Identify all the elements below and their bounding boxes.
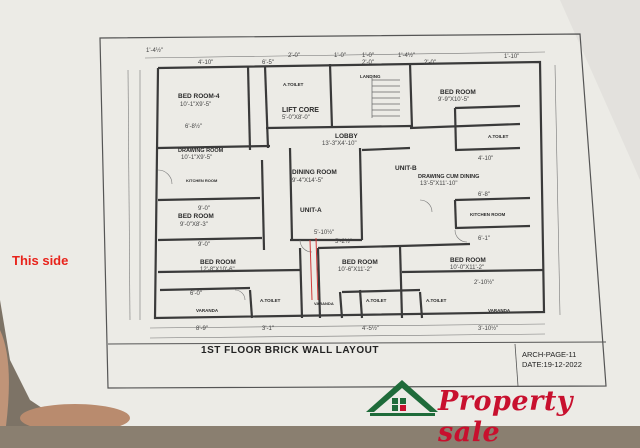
dim-text: 4'-10" — [478, 156, 493, 162]
dim-text: 1'-4½" — [398, 52, 415, 59]
dim-text: 5'-2½" — [335, 238, 352, 245]
dim-text: 2'-0" — [424, 60, 436, 66]
dim-text: 9'-0" — [198, 242, 210, 248]
house-logo — [366, 380, 438, 416]
bed-room-br-label: BED ROOM — [450, 257, 486, 264]
dining-room-label: DINING ROOM — [292, 169, 337, 176]
verandah-mid-label: VARANDA — [314, 301, 334, 306]
red-marker-lines — [309, 237, 319, 301]
dim-text: 1'-0" — [334, 53, 346, 59]
lift-core-label: LIFT CORE — [282, 107, 319, 114]
dim-text: 1'-10" — [504, 54, 519, 60]
verandah-right-label: VARANDA — [488, 308, 511, 313]
dim-text: 5'-10½" — [314, 229, 334, 236]
landing-label: LANDING — [360, 74, 381, 79]
lobby-label: LOBBY — [335, 133, 358, 140]
drawing-title: 1ST FLOOR BRICK WALL LAYOUT — [201, 345, 379, 356]
dim-text: 6'-1" — [478, 236, 490, 242]
dim-text: 2'-10½" — [474, 279, 494, 286]
a-toilet-top-label: A.TOILET — [283, 82, 304, 87]
dim-text: 3'-1" — [262, 326, 274, 332]
lobby-size: 13'-3"X4'-10" — [322, 141, 357, 147]
a-toilet-bl-label: A.TOILET — [260, 298, 281, 303]
dimension-lines — [127, 51, 561, 339]
kitchen-right-label: KITCHEN ROOM — [470, 212, 506, 217]
room-labels: BED ROOM-4 10'-1"X9'-5" A.TOILET LIFT CO… — [178, 74, 511, 313]
drawing-room-label: DRAWING ROOM — [178, 148, 224, 154]
property-sale-watermark: Property sale — [438, 386, 573, 448]
a-toilet-right-label: A.TOILET — [488, 134, 509, 139]
dim-text: 6'-8" — [478, 192, 490, 198]
bed-room-tr-size: 9'-9"X10'-5" — [438, 97, 469, 103]
bed-room-bc-label: BED ROOM — [342, 259, 378, 266]
dim-text: 8'-9" — [196, 326, 208, 332]
dim-text: 6'-5" — [262, 60, 274, 66]
bed-room-tr-label: BED ROOM — [440, 89, 476, 96]
drawing-frame — [99, 33, 607, 389]
dim-text: 9'-0" — [198, 206, 210, 212]
title-block: ARCH-PAGE-11 DATE:19-12-2022 — [522, 350, 582, 370]
a-toilet-bc-label: A.TOILET — [366, 298, 387, 303]
bed-room-left-label: BED ROOM — [178, 213, 214, 220]
dim-text: 1'-0" — [362, 53, 374, 59]
unit-b-label: UNIT-B — [395, 165, 417, 172]
bed-room-bl-label: BED ROOM — [200, 259, 236, 266]
dim-text: 6'-0" — [190, 291, 202, 297]
drawing-date: DATE:19-12-2022 — [522, 360, 582, 369]
bed-room-left-size: 9'-0"X8'-3" — [180, 222, 208, 228]
dim-text: 3'-10½" — [478, 325, 498, 332]
dim-text: 4'-5½" — [362, 325, 379, 332]
dim-text: 6'-8½" — [185, 123, 202, 130]
dim-text: 2'-0" — [362, 60, 374, 66]
unit-a-label: UNIT-A — [300, 207, 322, 214]
building-walls — [153, 60, 546, 320]
this-side-note: This side — [12, 253, 69, 268]
kitchen-left-label: KITCHEN ROOM — [186, 178, 218, 183]
a-toilet-br-label: A.TOILET — [426, 298, 447, 303]
drawing-cum-dining-label: DRAWING CUM DINING — [418, 174, 479, 180]
bed-room-bl-size: 12'-8"X10'-6" — [200, 267, 235, 273]
blueprint-photo: BED ROOM-4 10'-1"X9'-5" A.TOILET LIFT CO… — [0, 0, 640, 426]
dining-room-size: 9'-4"X14'-5" — [292, 178, 323, 184]
bed-room-bc-size: 10'-6"X11'-2" — [338, 267, 372, 273]
bed-room-br-size: 10'-0"X11'-2" — [450, 265, 484, 271]
dimension-texts: 1'-4½" 2'-0" 4'-10" 6'-5" 1'-0" 1'-0" 1'… — [146, 47, 519, 332]
drawing-room-size: 10'-1"X9'-5" — [181, 155, 212, 161]
bed-room-4-label: BED ROOM-4 — [178, 93, 220, 100]
dim-text: 1'-4½" — [146, 47, 163, 54]
page-ref: ARCH-PAGE-11 — [522, 350, 577, 359]
lift-core-size: 5'-0"X8'-0" — [282, 115, 310, 121]
drawing-cum-dining-size: 13'-5"X11'-10" — [420, 181, 457, 187]
dim-text: 2'-0" — [288, 53, 300, 59]
stair-treads — [371, 78, 400, 118]
dim-text: 4'-10" — [198, 60, 213, 66]
verandah-left-label: VARANDA — [196, 308, 219, 313]
thumb — [20, 404, 130, 426]
bed-room-4-size: 10'-1"X9'-5" — [180, 102, 211, 108]
